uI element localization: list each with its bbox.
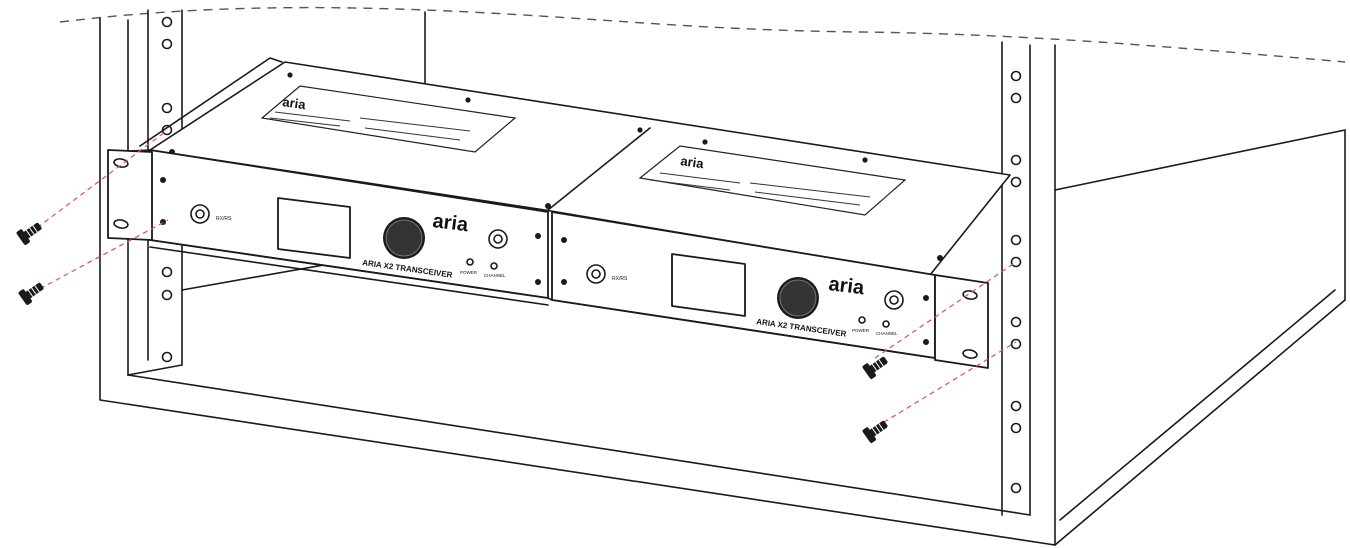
unit-1-display — [277, 197, 351, 259]
screw-icon — [18, 282, 44, 305]
right-rack-ear — [934, 274, 989, 369]
unit-2-led-channel-label: CHANNEL — [876, 331, 898, 336]
unit-2-top-label — [638, 145, 907, 216]
led-icon — [858, 316, 866, 324]
unit-2-display — [671, 253, 746, 317]
unit-2-led-power-label: POWER — [852, 328, 870, 333]
svg-text:aria: aria — [680, 153, 706, 171]
svg-text:RX/RS: RX/RS — [216, 216, 232, 222]
unit-2-brand: aria — [827, 273, 866, 299]
svg-text:RX/RS: RX/RS — [612, 276, 628, 282]
unit-1-led-power-label: POWER — [460, 270, 478, 275]
right-rail-holes — [1010, 70, 1022, 494]
rack-cabinet — [99, 9, 1346, 546]
svg-text:aria: aria — [282, 94, 308, 112]
cabinet-top-dashed-outline — [59, 6, 1346, 63]
unit-2: RX/RS aria ARIA X2 TRANSCEIVER POWER CHA… — [586, 253, 904, 339]
screw-icon — [862, 356, 888, 379]
unit-1-led-channel-label: CHANNEL — [484, 273, 506, 278]
led-icon — [490, 262, 498, 270]
screw-icon — [16, 222, 42, 245]
screw-icon — [862, 420, 888, 443]
left-rail-holes — [161, 16, 173, 363]
unit-1-brand: aria — [431, 210, 470, 236]
led-icon — [882, 320, 890, 328]
unit-1-top-label — [260, 85, 517, 153]
chassis-top: aria aria — [109, 57, 1011, 276]
led-icon — [466, 258, 474, 266]
screw-guide-lines — [29, 131, 1017, 428]
